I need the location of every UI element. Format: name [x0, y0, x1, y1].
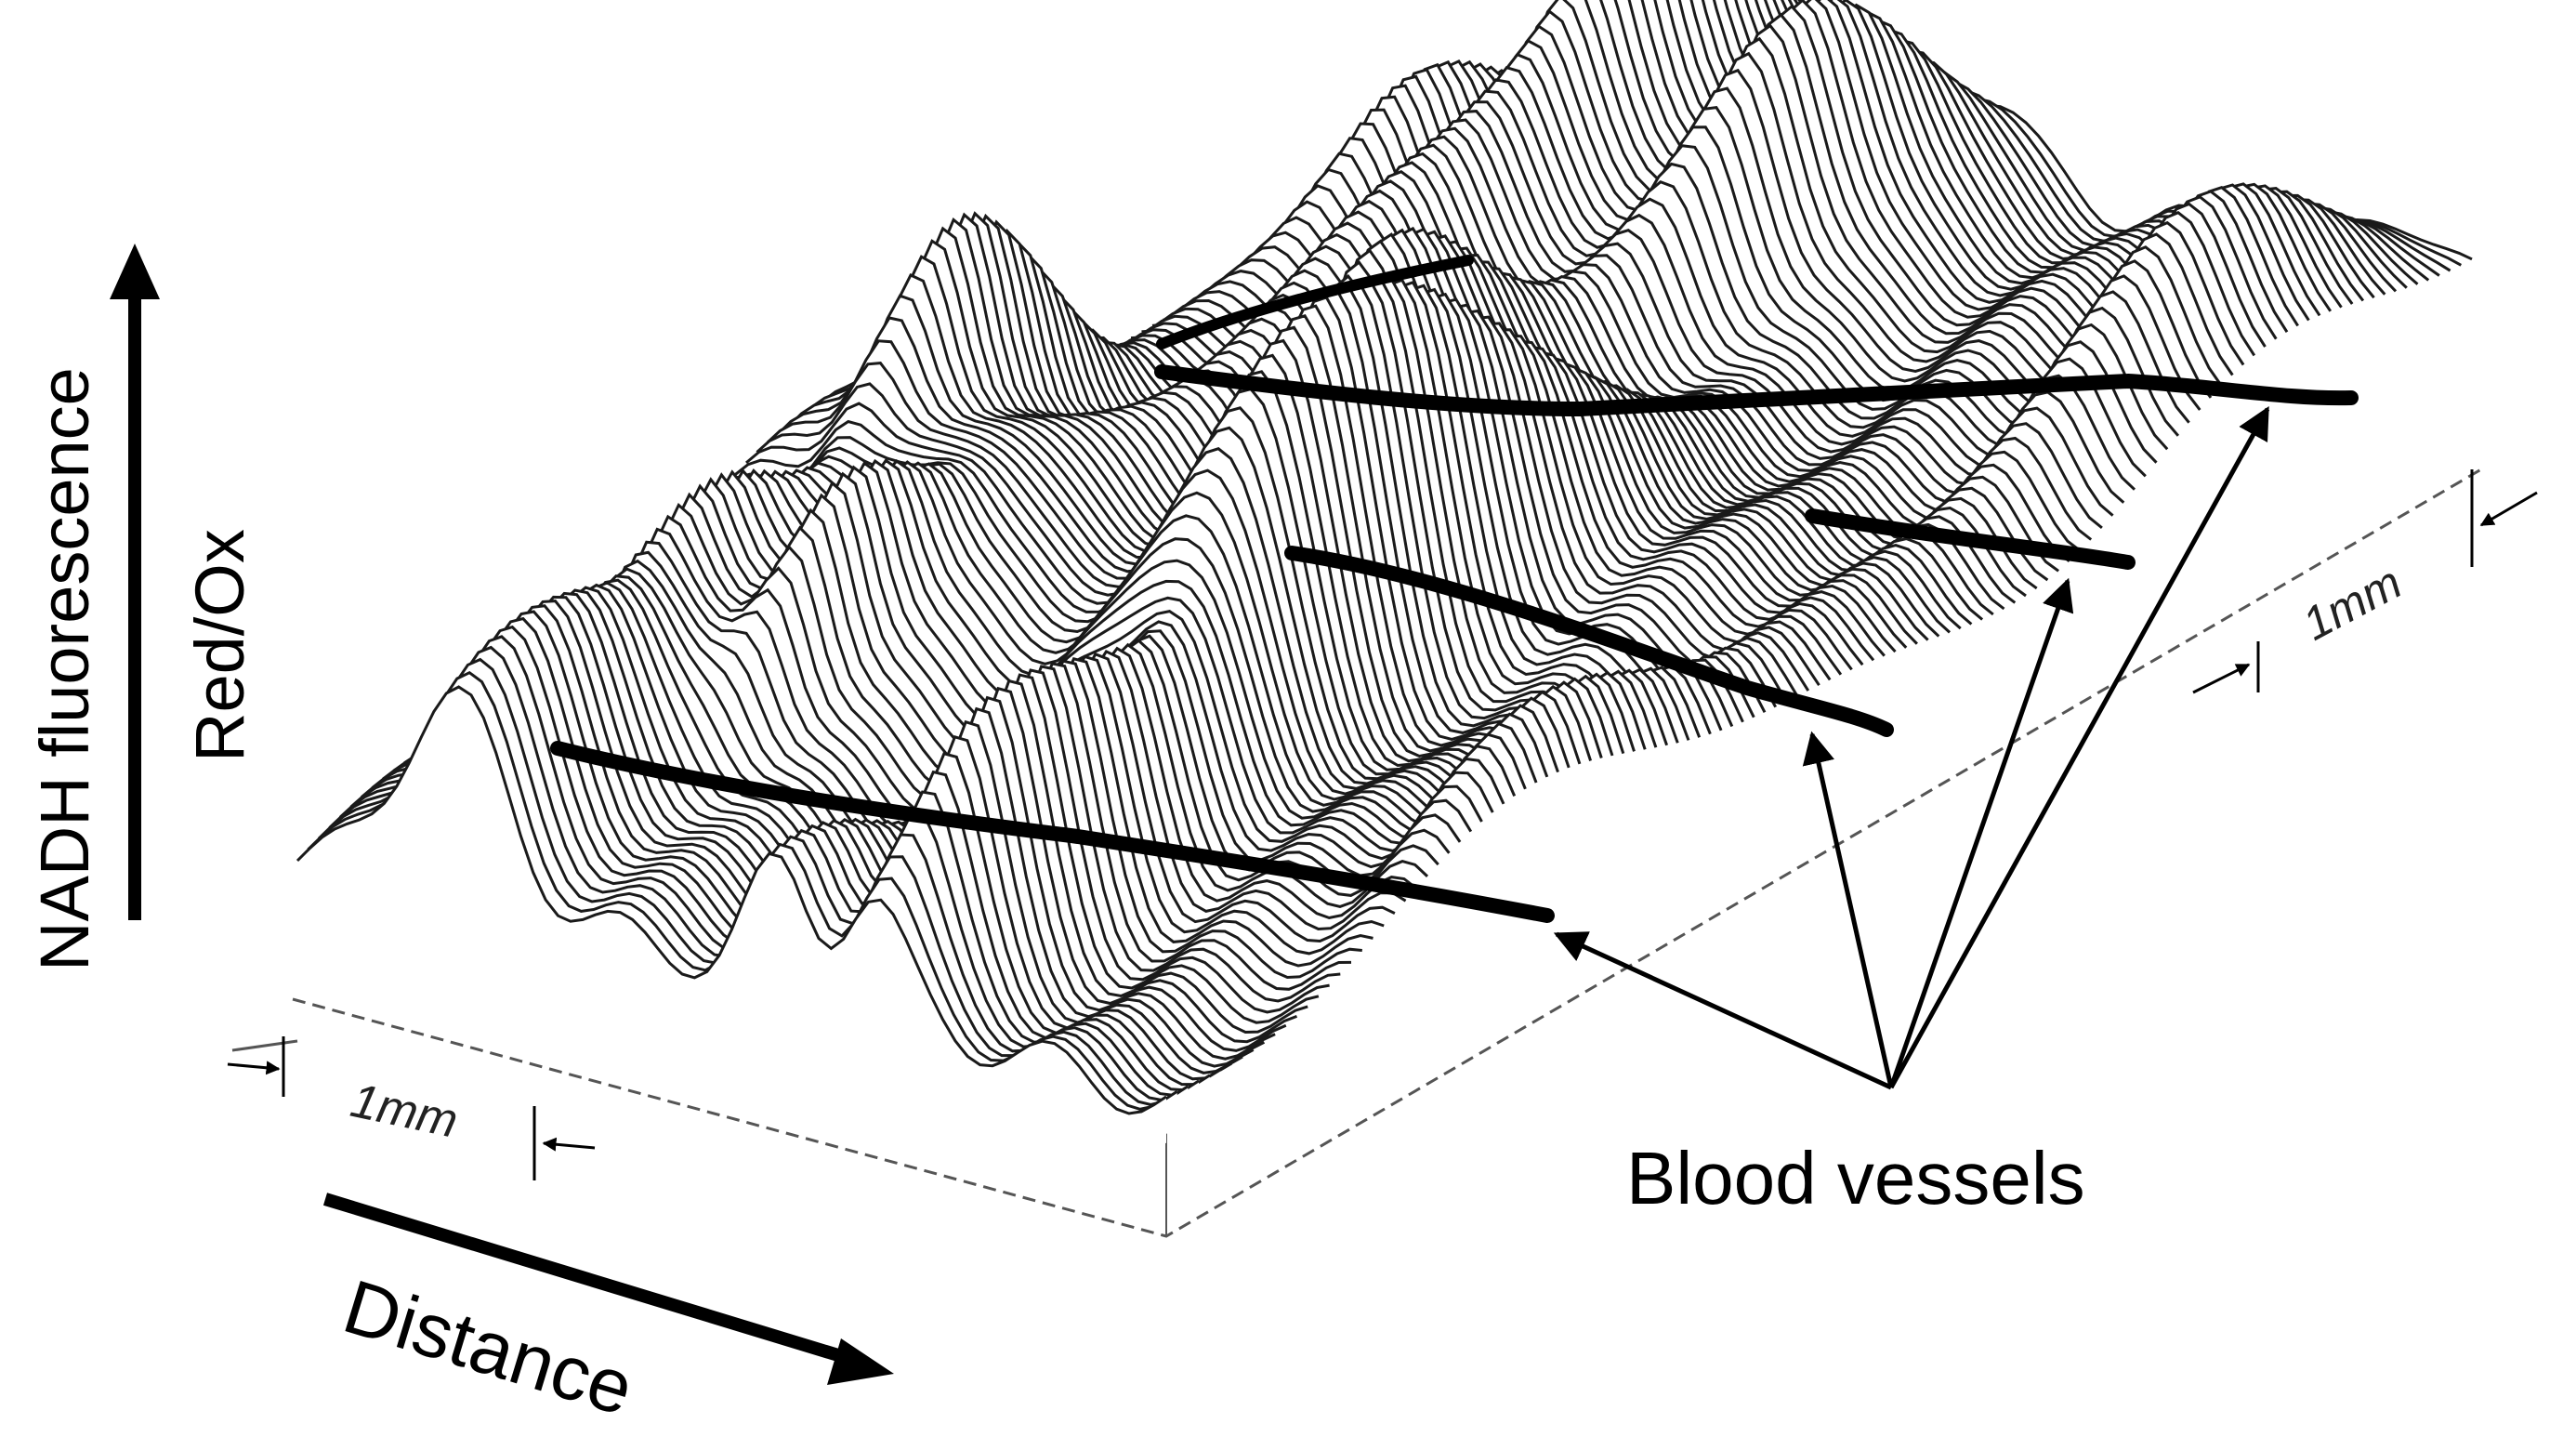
surface-ridge-fill [511, 552, 1385, 1008]
scale-label-right: 1mm [2294, 556, 2410, 651]
blood-vessel-traces [550, 255, 2359, 923]
scale-bar-left [227, 1036, 596, 1180]
blood-vessels-label: Blood vessels [1626, 1137, 2085, 1219]
scale-label-left: 1mm [347, 1074, 463, 1149]
down-right-arrow-icon [322, 1193, 894, 1385]
annotation-arrow-icon [1553, 405, 2270, 1090]
surface-ridge-fill [500, 560, 1373, 1014]
surface-ridge-line [638, 461, 1517, 838]
y-axis-label-primary: NADH fluorescence [26, 367, 103, 971]
surface-ridge-line [628, 465, 1505, 846]
surface-ridge-fill [297, 687, 1166, 1143]
up-arrow-icon [110, 244, 160, 920]
surface-ridge-fill [521, 542, 1395, 1000]
fluorescence-surface [296, 0, 2473, 1143]
scale-bar-right [2192, 469, 2538, 694]
y-axis-label-secondary: Red/Ox [181, 529, 258, 762]
surface-ridge-line [296, 685, 1167, 1115]
x-axis-label: Distance [335, 1264, 643, 1431]
